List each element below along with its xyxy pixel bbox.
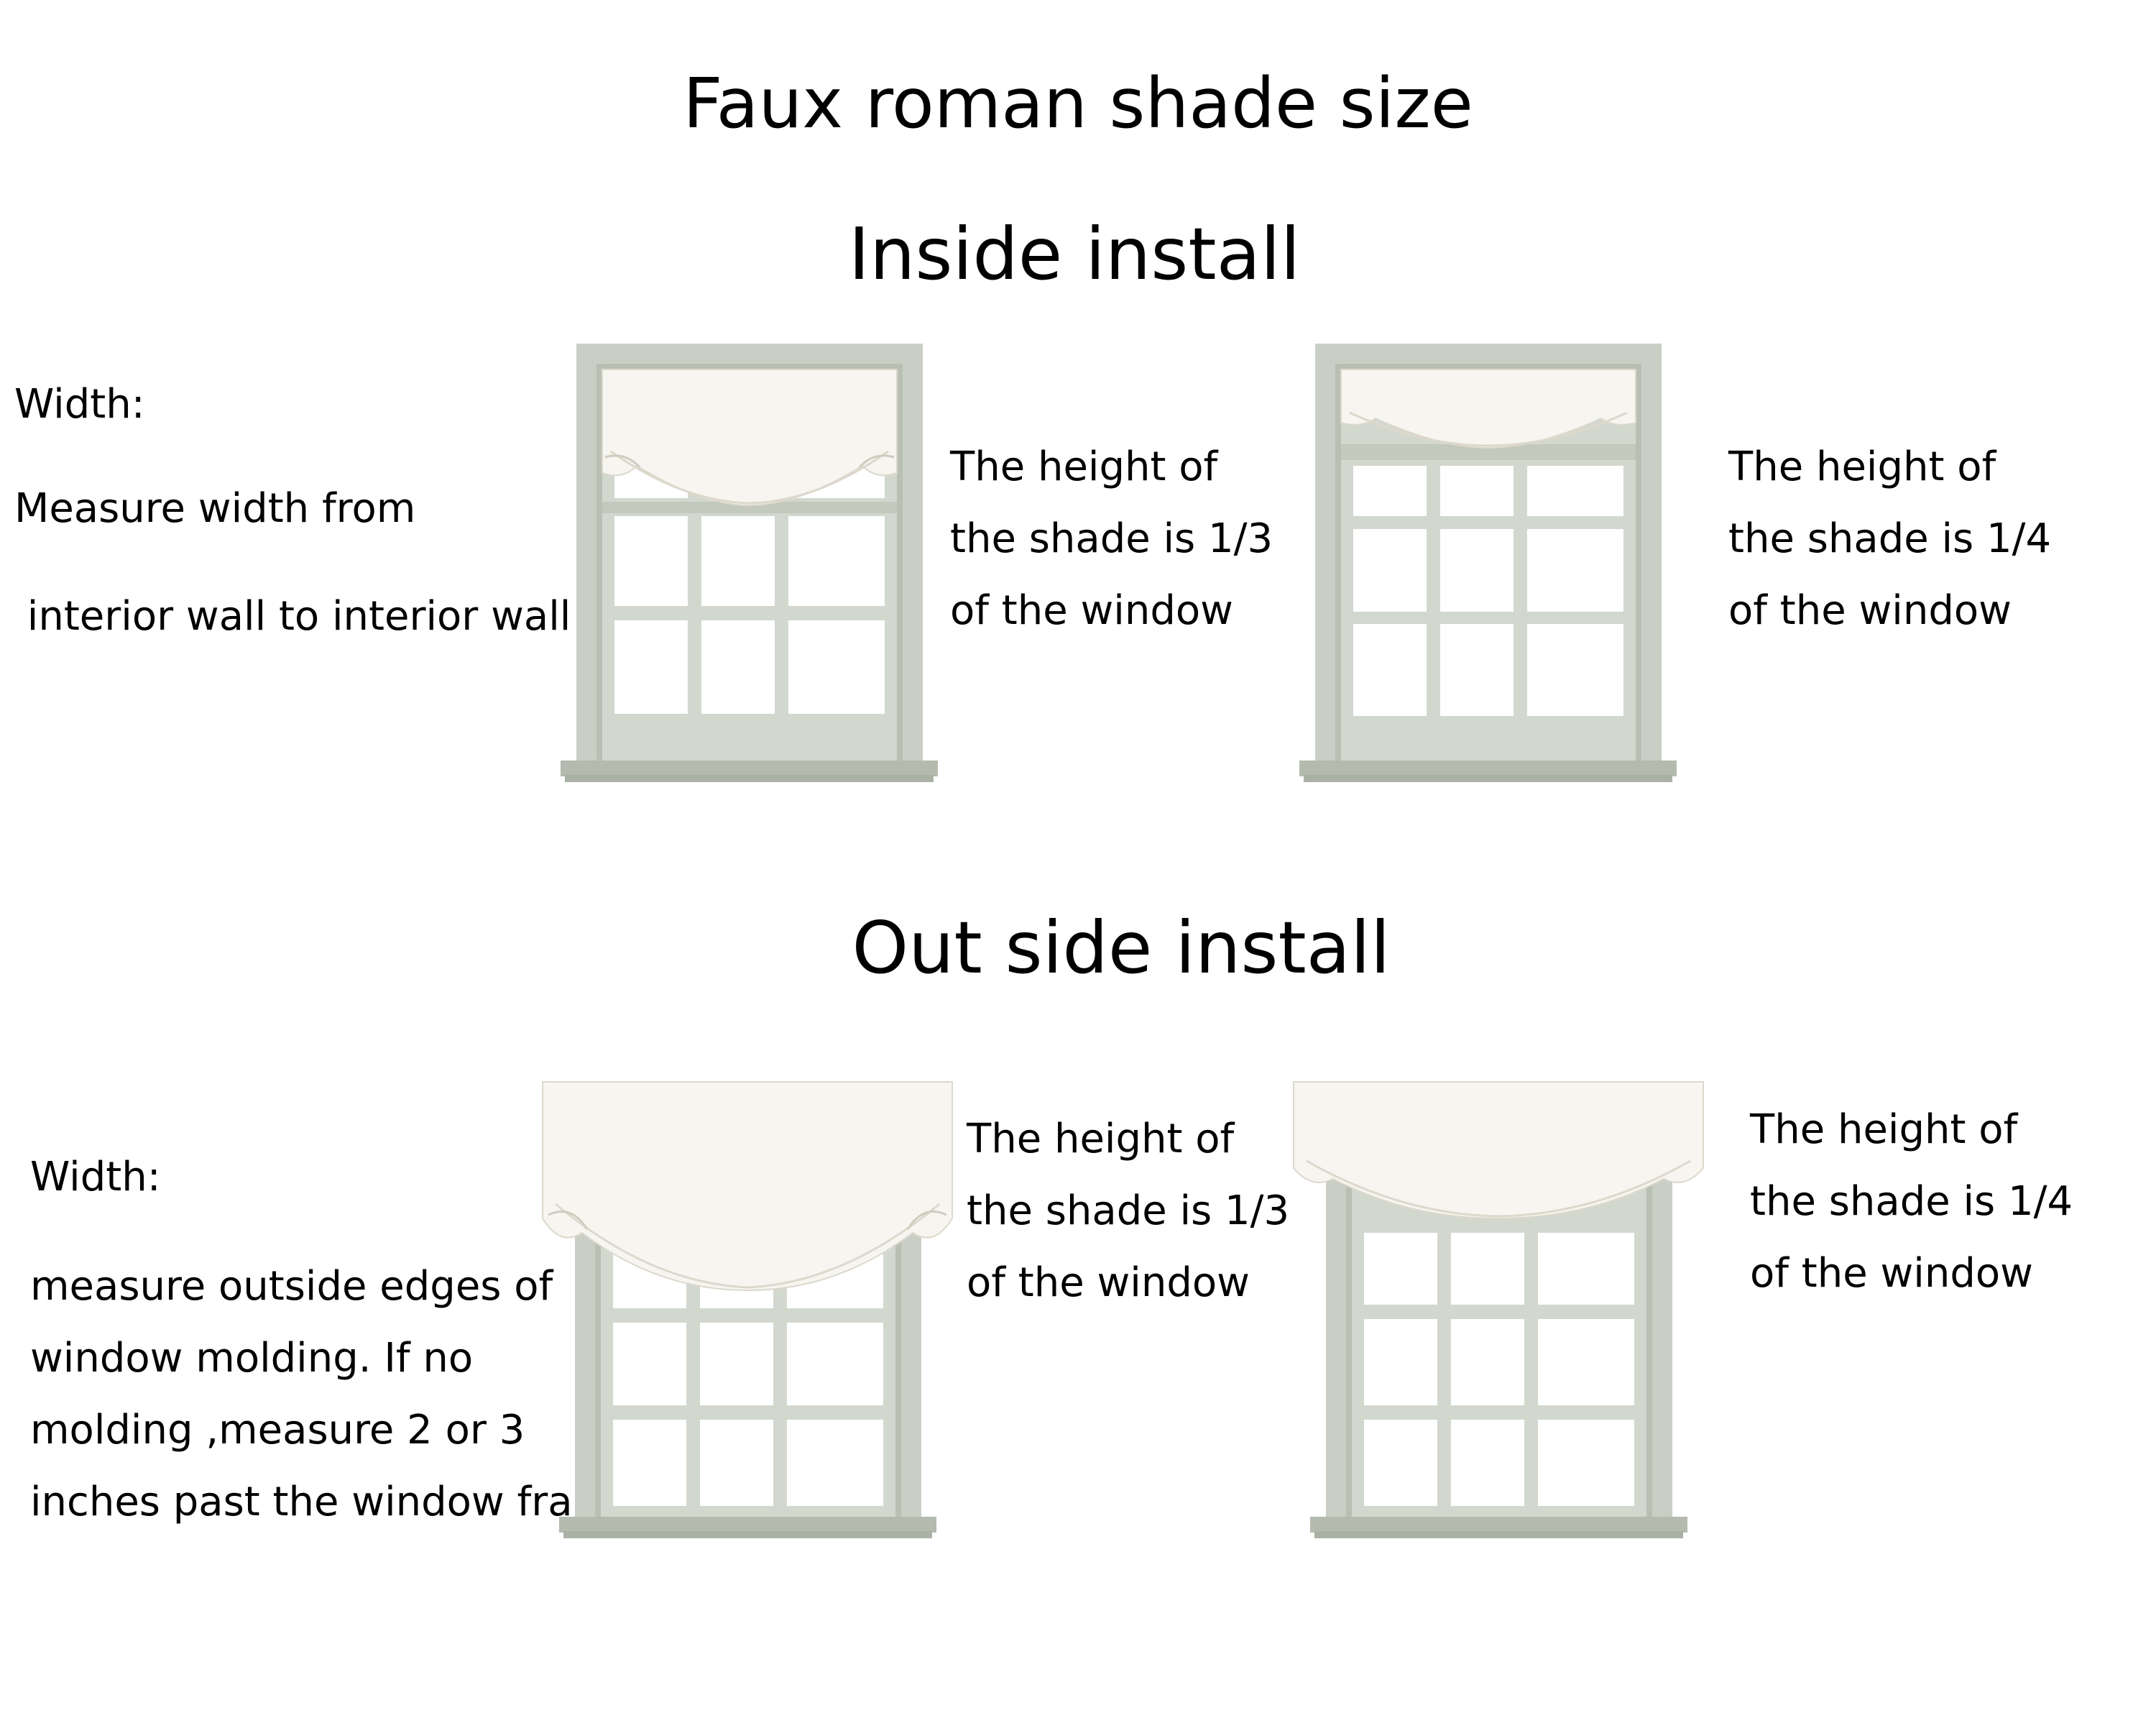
note-line: of the window <box>950 587 1233 634</box>
inside-install-heading: Inside install <box>848 212 1301 296</box>
outside-left-height-note: The height of the shade is 1/3 of the wi… <box>967 1103 1289 1319</box>
outside-install-heading: Out side install <box>852 906 1391 990</box>
roman-shade-icon <box>1293 1081 1704 1220</box>
double-hung-window-icon <box>1299 344 1677 782</box>
inside-right-height-note: The height of the shade is 1/4 of the wi… <box>1728 431 2051 647</box>
outside-width-label: Width: <box>30 1154 161 1200</box>
note-line: the shade is 1/4 <box>1750 1178 2073 1225</box>
double-hung-window-icon <box>561 344 938 782</box>
note-line: the shade is 1/4 <box>1728 515 2052 562</box>
page-title: Faux roman shade size <box>683 63 1473 144</box>
outside-right-height-note: The height of the shade is 1/4 of the wi… <box>1750 1094 2073 1310</box>
inside-width-line-1: Measure width from <box>14 485 416 532</box>
note-line: The height of <box>1728 444 1996 490</box>
width-line: inches past the window frame. <box>30 1479 650 1525</box>
double-hung-window-icon <box>1293 1081 1704 1538</box>
inside-width-label: Width: <box>14 381 145 428</box>
note-line: The height of <box>967 1116 1235 1162</box>
width-line: measure outside edges of <box>30 1263 553 1310</box>
roman-shade-icon <box>542 1081 953 1292</box>
note-line: of the window <box>1728 587 2012 634</box>
width-line: molding ,measure 2 or 3 <box>30 1407 525 1453</box>
outside-width-description: measure outside edges of window molding.… <box>30 1251 649 1538</box>
double-hung-window-icon <box>542 1081 953 1538</box>
roman-shade-icon <box>1340 369 1636 449</box>
note-line: the shade is 1/3 <box>967 1188 1290 1234</box>
note-line: of the window <box>1750 1250 2033 1297</box>
note-line: The height of <box>1750 1106 2018 1153</box>
roman-shade-icon <box>602 369 898 507</box>
note-line: the shade is 1/3 <box>950 515 1273 562</box>
note-line: of the window <box>967 1259 1250 1306</box>
inside-width-line-2: interior wall to interior wall <box>14 593 571 640</box>
inside-left-height-note: The height of the shade is 1/3 of the wi… <box>950 431 1273 647</box>
note-line: The height of <box>950 444 1218 490</box>
width-line: window molding. If no <box>30 1335 474 1382</box>
